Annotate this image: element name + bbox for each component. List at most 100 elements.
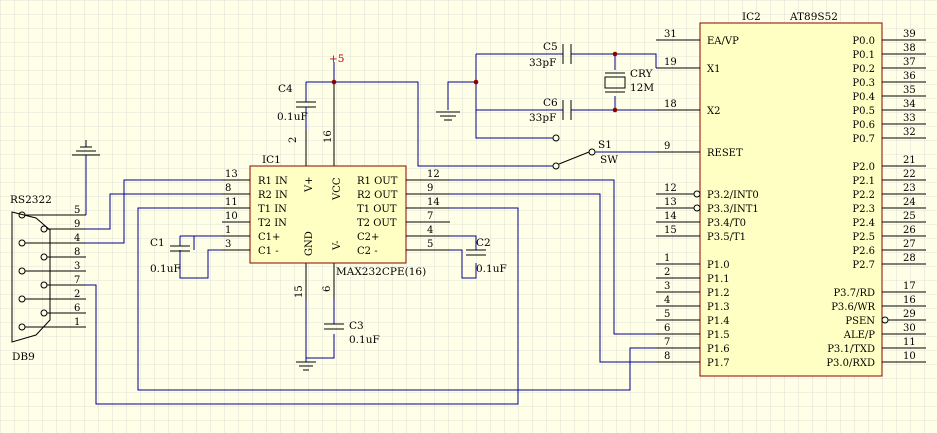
switch-value: SW: [600, 154, 618, 166]
ic2-pin-num: 33: [903, 113, 916, 124]
ic1-pin-num: 7: [427, 211, 433, 222]
ic1-pin-num: 13: [225, 169, 238, 180]
ic2-pin-name: P2.1: [852, 176, 875, 187]
ic2-pin-name: P2.5: [852, 232, 875, 243]
ic2-pin-num: 28: [903, 253, 916, 264]
ic2-pin-num: 11: [903, 337, 916, 348]
ic2-pin-num: 30: [903, 323, 916, 334]
ic2-pin-num: 7: [664, 337, 670, 348]
switch-contact: [552, 134, 560, 142]
ic1-pin-name: V+: [304, 176, 315, 193]
ic2-part: AT89S52: [789, 11, 838, 23]
cap-value: 33pF: [529, 57, 556, 69]
ic2-pin-num: 37: [903, 57, 916, 68]
ic2-pin-num: 22: [903, 169, 916, 180]
wires: [72, 44, 657, 405]
wire: [86, 207, 519, 405]
ic1-pin-num: 6: [322, 286, 333, 292]
ic2-pin-num: 27: [903, 239, 916, 250]
ic2-ref: IC2: [742, 11, 761, 23]
ic2-pin-name: P3.1/TXD: [827, 344, 875, 355]
ic1-pin-num: 10: [225, 211, 238, 222]
cap-value: 0.1uF: [349, 334, 380, 346]
ic1-pin-num: 5: [427, 239, 433, 250]
ic2-pin-num: 4: [664, 295, 670, 306]
ic2-pin-num: 13: [664, 197, 677, 208]
ic1-pin-name: C1+: [258, 232, 280, 243]
ic1-pin-name: T2 IN: [258, 218, 287, 229]
ic1-pin-name: T2 OUT: [357, 218, 397, 229]
ic2-pin-num: 10: [903, 351, 916, 362]
connector-title: RS2322: [10, 194, 52, 206]
component-line: [296, 361, 316, 371]
ic1-pin-num: 2: [288, 137, 299, 143]
ic1-pin-num: 1: [225, 225, 231, 236]
ic2-pin-num: 9: [664, 141, 670, 152]
ic1-pin-num: 3: [225, 239, 231, 250]
ic2-pin-num: 19: [664, 57, 677, 68]
component-line: [436, 111, 460, 121]
ic2-pin-name: PSEN: [845, 316, 875, 327]
ic1-part: MAX232CPE(16): [336, 266, 426, 278]
cap-ref: C6: [543, 97, 558, 109]
wire: [306, 334, 335, 359]
ic2-body: [699, 22, 883, 377]
component-line: [605, 72, 625, 93]
ic1-pin-num: 15: [294, 285, 305, 298]
switch-contact: [552, 162, 560, 170]
cap-ref: C1: [150, 237, 165, 249]
ic2-pin-num: 35: [903, 85, 916, 96]
ic1-pin-name: T1 IN: [258, 204, 287, 215]
ic2-pin-name: P3.6/WR: [831, 302, 875, 313]
ic2-pin-name: EA/VP: [707, 36, 739, 47]
ic1-pin-num: 9: [427, 183, 433, 194]
ic2-pin-name: P1.1: [707, 274, 730, 285]
wire: [334, 81, 553, 167]
junction-dot: [612, 51, 618, 57]
db9-pin-num: 7: [74, 275, 80, 286]
db9-pin-num: 8: [74, 247, 80, 258]
ic2-pin-name: P3.0/RXD: [826, 358, 875, 369]
ic2-pin-num: 5: [664, 309, 670, 320]
ic2-pin-num: 39: [903, 29, 916, 40]
ic2-pin-name: P1.3: [707, 302, 730, 313]
ic1-pin-num: 14: [427, 197, 440, 208]
ic2-pin-name: P1.5: [707, 330, 730, 341]
ic2-pin-num: 18: [664, 99, 677, 110]
cap-ref: C3: [349, 320, 364, 332]
db9-pin-num: 4: [74, 233, 80, 244]
ic2-pin-num: 14: [664, 211, 677, 222]
db9-pin-num: 9: [74, 219, 80, 230]
vcc-label: +5: [329, 53, 344, 65]
ic2-pin-num: 12: [664, 183, 677, 194]
db9-pin-num: 2: [74, 289, 80, 300]
ic2-pin-name: X2: [707, 106, 720, 117]
component-line: [466, 249, 486, 256]
ic2-pin-num: 1: [664, 253, 670, 264]
ic2-pin-num: 8: [664, 351, 670, 362]
ic2-pin-name: P3.5/T1: [707, 232, 746, 243]
ic1-pin-num: 4: [427, 225, 433, 236]
ic1-pin-num: 8: [225, 183, 231, 194]
junction-dot: [331, 79, 337, 85]
ic2-pin-name: P0.0: [852, 36, 875, 47]
ic2-pin-name: P3.3/INT1: [707, 204, 759, 215]
ic1-pin-num: 12: [427, 169, 440, 180]
ic2-pin-name: P0.7: [852, 134, 875, 145]
ic2-pin-name: P1.4: [707, 316, 730, 327]
wire: [447, 81, 476, 110]
ic2-pin-name: P0.2: [852, 64, 875, 75]
ic2-at89s52[interactable]: IC2 AT89S52 31EA/VP19X118X29RESET12P3.2/…: [656, 11, 926, 377]
junction-dot: [473, 79, 479, 85]
ic1-pin-name: R2 OUT: [357, 190, 398, 201]
wire: [450, 249, 477, 279]
ic2-right-pins: 39P0.038P0.137P0.236P0.335P0.434P0.533P0…: [826, 29, 926, 369]
ic2-pin-name: P2.2: [852, 190, 875, 201]
ic2-pin-name: P0.5: [852, 106, 875, 117]
db9-shell: [11, 211, 51, 343]
